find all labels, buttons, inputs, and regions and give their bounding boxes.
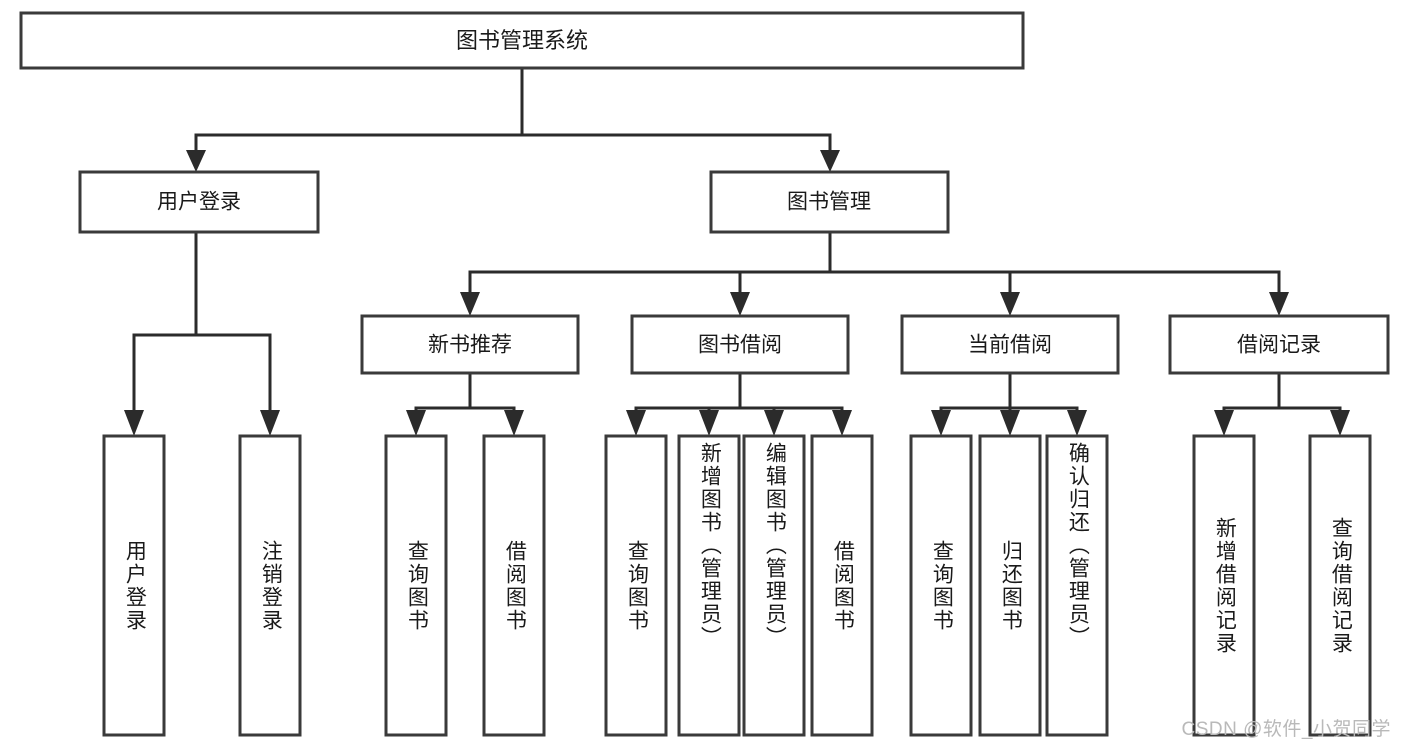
node-box-book-manage[interactable] [709, 170, 950, 234]
node-box-borrow-record[interactable] [1168, 314, 1390, 375]
arrow-to-book-borrow [730, 292, 750, 316]
node-book-borrow[interactable]: 图书借阅 [630, 314, 850, 375]
node-label-new-book-recommend: 新书推荐 [428, 334, 512, 357]
connector-layer [124, 66, 1350, 436]
arrow-leaf-query-book-1 [406, 410, 426, 436]
arrow-leaf-add-record [1214, 410, 1234, 436]
node-box-root[interactable] [19, 11, 1025, 70]
node-box-leaf-borrow-book-1[interactable] [482, 434, 546, 737]
arrow-to-current-borrow [1000, 292, 1020, 316]
arrow-to-user-login [186, 150, 206, 172]
arrow-leaf-query-record [1330, 410, 1350, 436]
node-label-root: 图书管理系统 [456, 28, 588, 53]
node-box-leaf-return-book[interactable] [978, 434, 1042, 737]
node-label-book-borrow: 图书借阅 [698, 334, 782, 357]
node-box-leaf-borrow-book-2[interactable] [810, 434, 874, 737]
watermark-text: CSDN @软件_小贺同学 [1181, 719, 1391, 740]
node-user-login[interactable]: 用户登录 [78, 170, 320, 234]
node-box-user-login[interactable] [78, 170, 320, 234]
node-label-borrow-record: 借阅记录 [1237, 334, 1321, 357]
node-label-book-manage: 图书管理 [787, 191, 871, 214]
arrow-leaf-query-book-3 [931, 410, 951, 436]
arrow-leaf-user-login [124, 410, 144, 436]
node-box-leaf-confirm-return[interactable] [1045, 434, 1109, 737]
node-book-manage[interactable]: 图书管理 [709, 170, 950, 234]
node-box-leaf-query-book-1[interactable] [384, 434, 448, 737]
node-box-leaf-query-record[interactable] [1308, 434, 1372, 737]
node-new-book-recommend[interactable]: 新书推荐 [360, 314, 580, 375]
node-label-user-login: 用户登录 [157, 191, 241, 214]
arrow-leaf-add-book [699, 410, 719, 436]
arrow-leaf-logout-login [260, 410, 280, 436]
arrow-to-book-manage [820, 150, 840, 172]
node-box-leaf-query-book-2[interactable] [604, 434, 668, 737]
arrow-leaf-confirm-return [1067, 410, 1087, 436]
node-box-book-borrow[interactable] [630, 314, 850, 375]
node-box-new-book-recommend[interactable] [360, 314, 580, 375]
arrow-leaf-borrow-book-1 [504, 410, 524, 436]
node-box-leaf-logout-login[interactable] [238, 434, 302, 737]
leaf-boxes-layer [102, 434, 1372, 737]
node-book-management-system[interactable]: 图书管理系统 [19, 11, 1025, 70]
node-box-leaf-edit-book[interactable] [742, 434, 806, 737]
node-box-leaf-query-book-3[interactable] [909, 434, 973, 737]
arrow-leaf-borrow-book-2 [832, 410, 852, 436]
node-current-borrow[interactable]: 当前借阅 [900, 314, 1120, 375]
node-borrow-record[interactable]: 借阅记录 [1168, 314, 1390, 375]
node-box-leaf-add-book[interactable] [677, 434, 741, 737]
arrow-to-new-book [460, 292, 480, 316]
node-label-current-borrow: 当前借阅 [968, 334, 1052, 357]
arrow-leaf-query-book-2 [626, 410, 646, 436]
node-box-current-borrow[interactable] [900, 314, 1120, 375]
node-box-leaf-user-login[interactable] [102, 434, 166, 737]
arrow-to-borrow-record [1269, 292, 1289, 316]
arrow-leaf-return-book [1000, 410, 1020, 436]
node-box-leaf-add-record[interactable] [1192, 434, 1256, 737]
arrow-leaf-edit-book [764, 410, 784, 436]
